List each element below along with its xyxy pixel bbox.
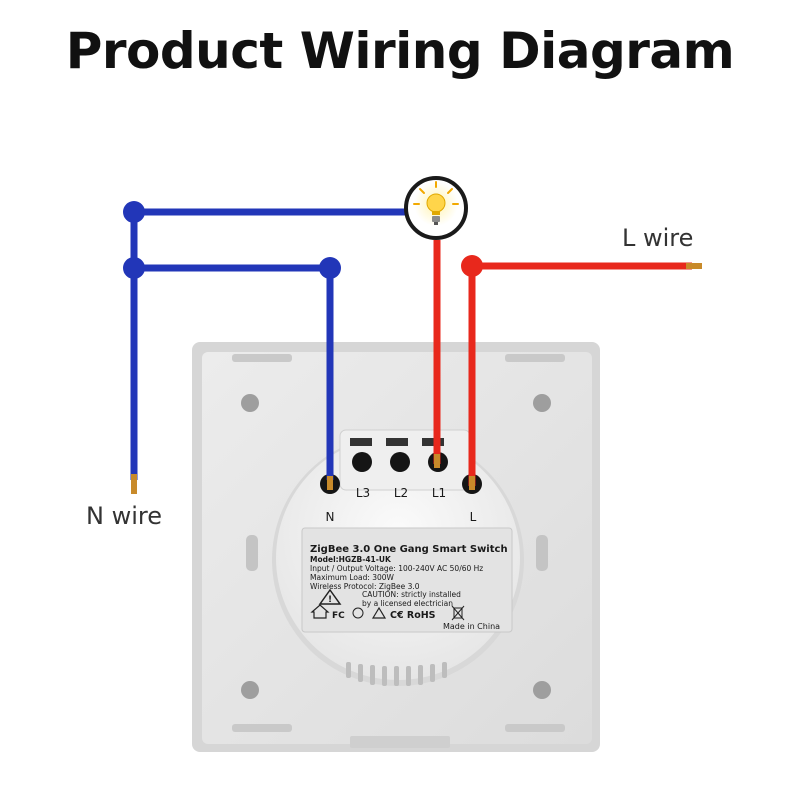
neutral-junction <box>123 201 145 223</box>
live-junction <box>461 255 483 277</box>
l-wire-label: L wire <box>622 224 694 252</box>
svg-text:!: ! <box>328 595 332 605</box>
n-wire-label: N wire <box>86 502 162 530</box>
terminal-label-n: N <box>326 510 335 524</box>
module-label-plate <box>301 527 513 633</box>
l-wire-copper-tip <box>686 263 702 269</box>
module-product-name: ZigBee 3.0 One Gang Smart Switch <box>310 544 508 555</box>
recycle-icon <box>352 607 364 619</box>
cert-marks: C€ RoHS <box>390 610 436 621</box>
terminal-l1-copper-tip <box>434 454 440 468</box>
ul-listing-icon <box>371 606 387 619</box>
n-wire-copper-tip <box>131 474 137 494</box>
fc-mark: FC <box>332 611 345 621</box>
module-caution-line-1: CAUTION: strictly installed <box>362 590 461 599</box>
terminal-n-copper-tip <box>327 476 333 490</box>
home-icon <box>310 604 330 619</box>
weee-bin-icon <box>451 605 465 621</box>
screw-hole <box>533 394 551 412</box>
neutral-wires <box>123 201 420 494</box>
screw-hole <box>241 394 259 412</box>
light-bulb-icon <box>404 176 468 240</box>
neutral-junction <box>319 257 341 279</box>
terminal-label-l2: L2 <box>394 486 408 500</box>
warning-icon: ! <box>318 588 342 605</box>
module-model: Model:HGZB-41-UK <box>310 555 392 564</box>
terminal-label-l3: L3 <box>356 486 370 500</box>
terminal-l-copper-tip <box>469 476 475 490</box>
terminal-label-l1: L1 <box>432 486 446 500</box>
screw-hole <box>241 681 259 699</box>
module-origin: Made in China <box>443 622 500 631</box>
terminal-label-l: L <box>470 510 477 524</box>
module-load: Maximum Load: 300W <box>310 573 395 582</box>
module-voltage: Input / Output Voltage: 100-240V AC 50/6… <box>310 564 483 573</box>
screw-hole <box>533 681 551 699</box>
page-title: Product Wiring Diagram <box>65 22 735 80</box>
terminal-l3-hole <box>352 452 372 472</box>
neutral-junction <box>123 257 145 279</box>
module-protocol: Wireless Protocol: ZigBee 3.0 <box>310 582 420 591</box>
terminal-l2-hole <box>390 452 410 472</box>
module-caution-line-2: by a licensed electrician <box>362 599 453 608</box>
live-wires <box>433 240 702 490</box>
